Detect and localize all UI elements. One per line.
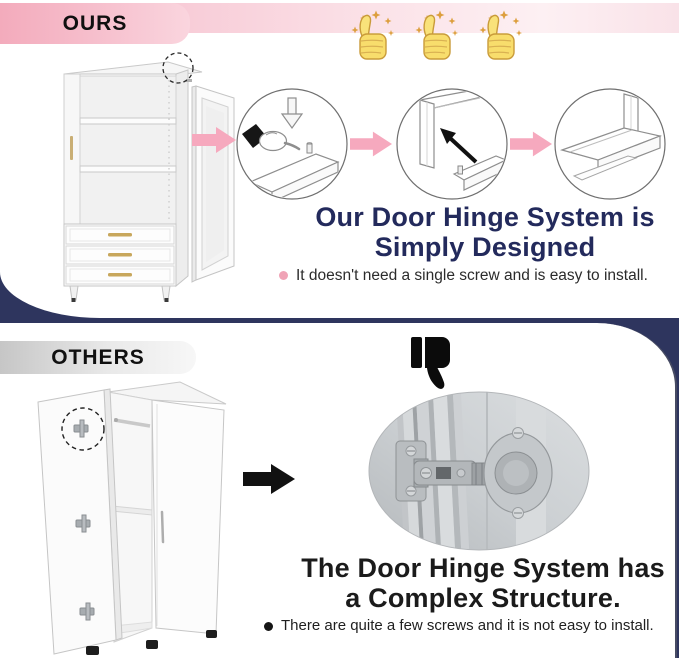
pink-bullet-dot — [279, 271, 288, 280]
step-2-insert-pin-illustration — [396, 88, 508, 200]
others-wardrobe-illustration — [28, 376, 233, 658]
thumbs-up-icon — [346, 9, 396, 63]
ours-banner-label: OURS — [62, 11, 128, 35]
ours-wardrobe-illustration — [48, 50, 238, 305]
others-title-line1: The Door Hinge System has — [301, 553, 665, 583]
others-banner: OTHERS — [0, 341, 196, 374]
pink-arrow-right-icon — [192, 127, 236, 153]
ours-title-line1: Our Door Hinge System is — [315, 202, 655, 232]
others-bullet-text: There are quite a few screws and it is n… — [281, 617, 654, 634]
black-bullet-dot — [264, 622, 273, 631]
ours-bullet-text: It doesn't need a single screw and is ea… — [296, 267, 648, 284]
step-1-press-pin-illustration — [236, 88, 348, 200]
ours-title: Our Door Hinge System is Simply Designed — [292, 202, 678, 262]
others-title-line2: a Complex Structure. — [345, 583, 621, 613]
ours-banner: OURS — [0, 3, 190, 44]
dashed-highlight-circle — [61, 407, 105, 451]
thumbs-up-icon — [410, 9, 460, 63]
thumbs-up-icon — [474, 9, 524, 63]
others-title: The Door Hinge System has a Complex Stru… — [288, 553, 678, 613]
hinge-glyphs — [73, 419, 95, 621]
complex-hinge-photo — [366, 389, 592, 553]
pink-arrow-right-icon — [510, 131, 552, 157]
black-arrow-right-icon — [243, 464, 295, 494]
others-banner-label: OTHERS — [51, 345, 145, 369]
ours-title-line2: Simply Designed — [374, 232, 596, 262]
step-3-assembled-corner-illustration — [554, 88, 666, 200]
dashed-highlight-circle — [162, 52, 194, 84]
thumbs-down-icon — [406, 335, 454, 391]
pink-arrow-right-icon — [350, 131, 392, 157]
